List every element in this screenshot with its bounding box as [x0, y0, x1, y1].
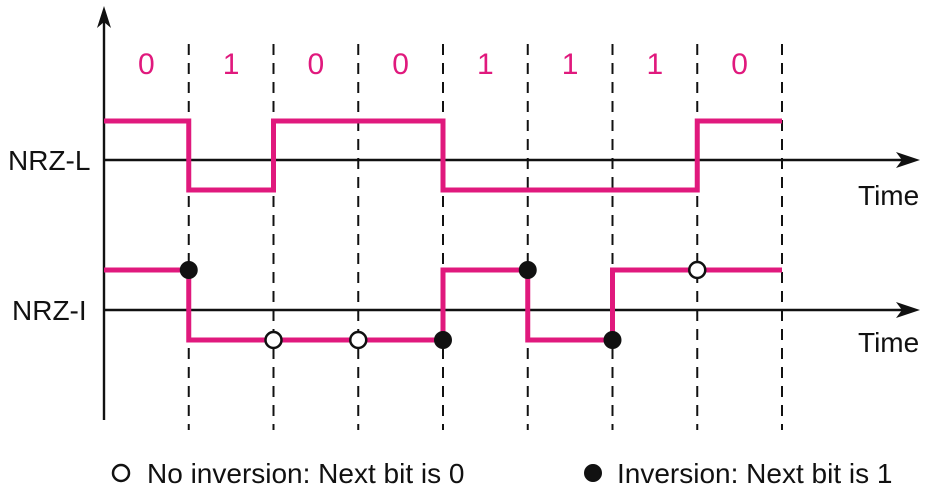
- inversion-marker: [179, 261, 198, 279]
- inversion-marker: [434, 331, 452, 349]
- transition-markers: [179, 260, 707, 350]
- inversion-legend-icon: [584, 464, 602, 482]
- bit-dividers: [187, 44, 783, 430]
- nrz-l-label: NRZ-L: [8, 145, 90, 176]
- nrz-i-time-label: Time: [858, 327, 919, 358]
- vertical-axis-arrowhead: [97, 6, 111, 28]
- bit-label: 0: [138, 48, 155, 81]
- bit-label: 1: [477, 48, 494, 81]
- inversion-legend-label: Inversion: Next bit is 1: [617, 458, 892, 489]
- inversion-marker: [518, 261, 537, 279]
- no-inversion-marker: [349, 330, 368, 350]
- bit-label: 0: [308, 48, 325, 81]
- nrz-i-label: NRZ-I: [12, 295, 87, 326]
- bit-label: 1: [562, 48, 579, 81]
- no-inversion-marker: [264, 330, 283, 350]
- nrz-i-waveform: [104, 267, 782, 343]
- nrz-l-time-axis-arrowhead: [896, 152, 920, 168]
- legend: No inversion: Next bit is 0 Inversion: N…: [111, 458, 892, 489]
- nrz-l-time-label: Time: [858, 180, 919, 211]
- nrz-l-waveform: [104, 118, 782, 193]
- bit-label: 0: [731, 48, 748, 81]
- no-inversion-legend-label: No inversion: Next bit is 0: [147, 458, 464, 489]
- bit-label: 1: [223, 48, 240, 81]
- bit-labels: 0 1 0 0 1 1 1 0: [138, 48, 748, 81]
- bit-label: 1: [647, 48, 664, 81]
- no-inversion-marker: [688, 260, 707, 280]
- nrz-i-time-axis-arrowhead: [896, 302, 920, 318]
- inversion-marker: [603, 331, 622, 349]
- no-inversion-legend-icon: [111, 463, 131, 483]
- bit-label: 0: [392, 48, 409, 81]
